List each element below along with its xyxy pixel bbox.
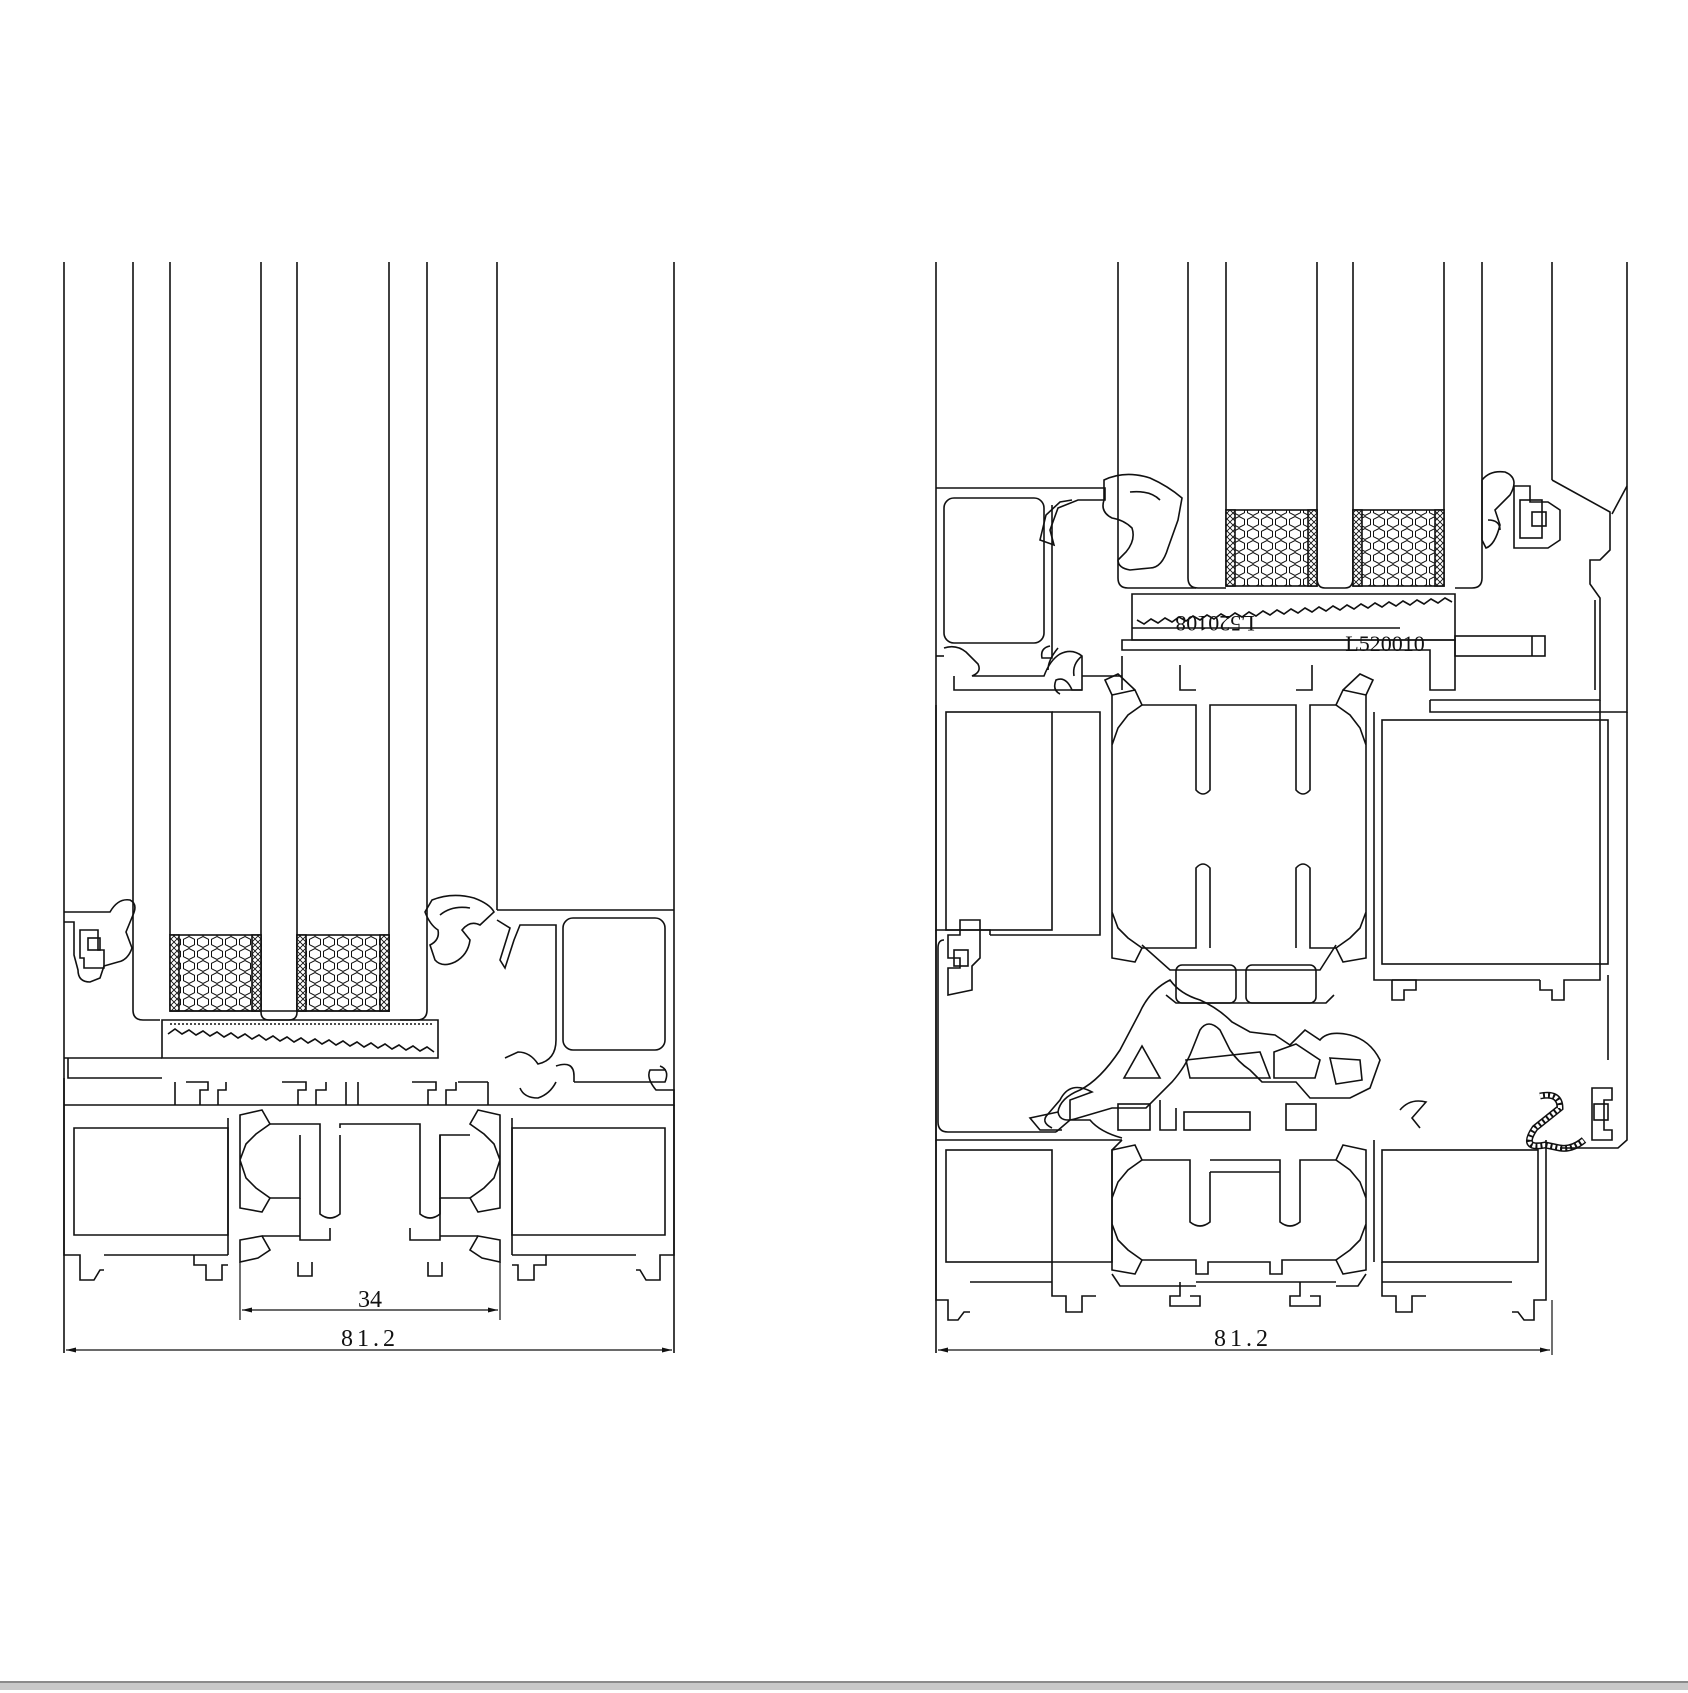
right-bottom-thermal-break: [1111, 1144, 1367, 1287]
right-sash-upper: [935, 705, 1609, 1060]
right-sash-core: [1103, 665, 1375, 1004]
left-spacers: [169, 934, 390, 1012]
left-glazing-bead: [424, 894, 674, 1099]
left-dim-overall-label: 81.2: [341, 1326, 399, 1352]
right-sash-outer-left: [935, 919, 1123, 1141]
left-section-drawing: [63, 262, 675, 1353]
left-dimensions: [66, 1262, 672, 1353]
left-edge-gasket: [63, 898, 162, 1105]
left-glazing-wedge: [161, 1019, 439, 1059]
page-bottom-border: [0, 1681, 1688, 1690]
left-glass-lines: [63, 262, 675, 1353]
right-central-gasket: [1028, 978, 1428, 1131]
right-top-left-profile: [936, 473, 1183, 695]
right-part-label: L520010: [1345, 631, 1424, 656]
right-top-right-profile: [1429, 470, 1628, 713]
right-dim-overall-label: 81.2: [1214, 1326, 1272, 1352]
right-bottom-frame: [935, 1139, 1547, 1321]
right-part-label-mirrored: L520108: [1175, 611, 1254, 636]
right-glass-lines: [935, 262, 1628, 1353]
right-glazing-wedge: [1121, 593, 1546, 691]
left-thermal-break: [239, 1109, 501, 1277]
left-frame-profile: [63, 1069, 675, 1281]
left-dim-core-label: 34: [358, 1287, 382, 1313]
right-drip-gasket: [1525, 712, 1628, 1152]
right-spacers: [1225, 509, 1445, 587]
right-dimensions: [938, 1300, 1553, 1355]
right-section-drawing: [935, 262, 1628, 1355]
